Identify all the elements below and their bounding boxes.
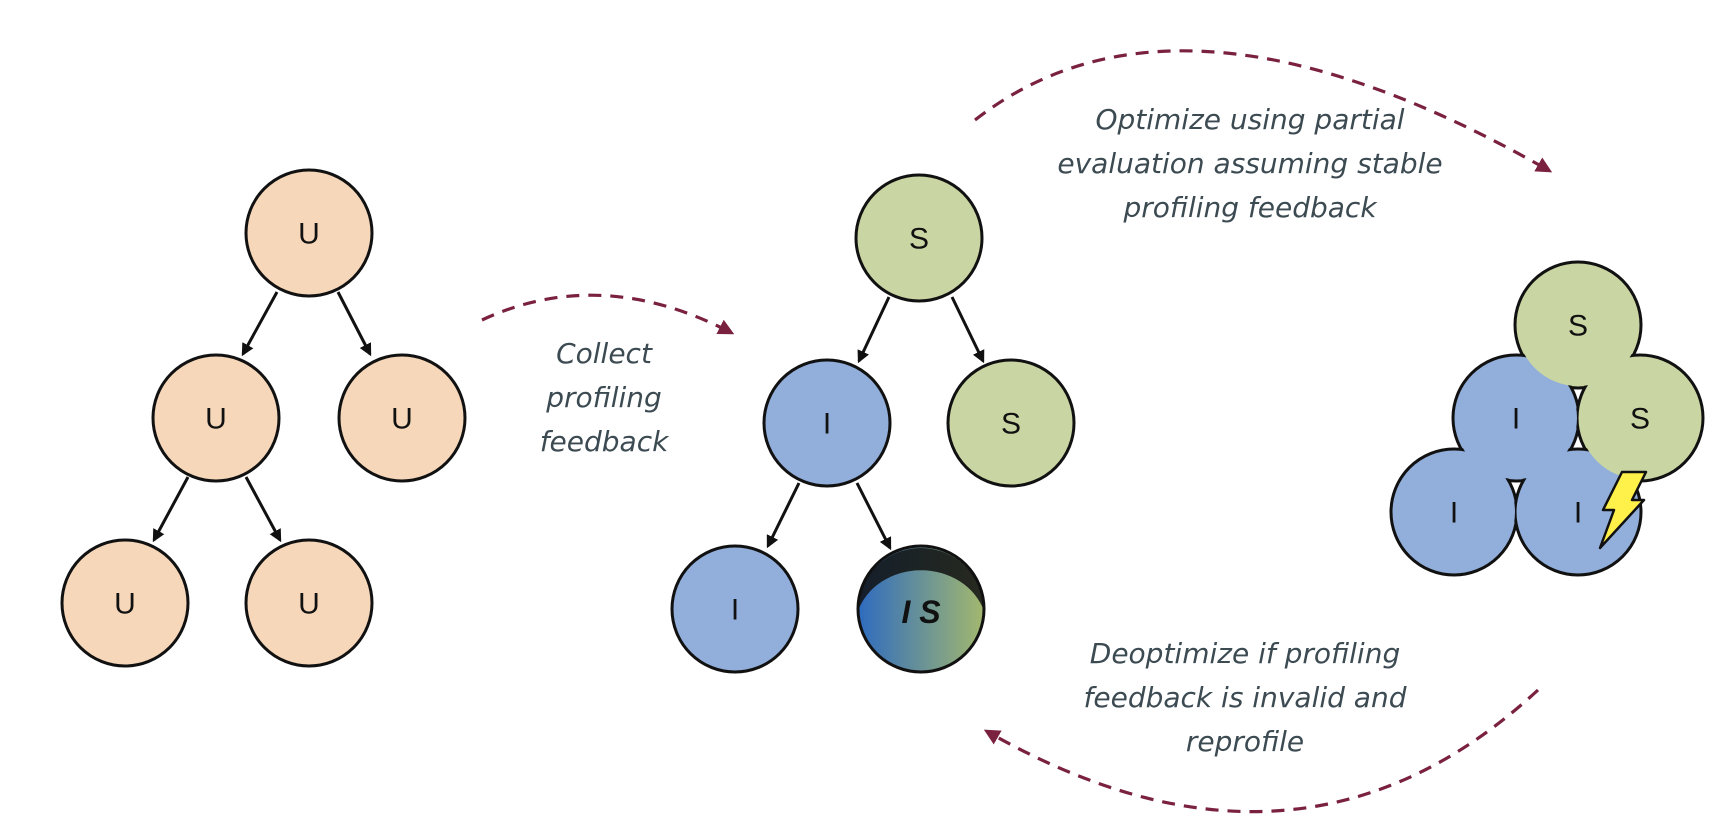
deoptimize-arrow (983, 688, 1540, 814)
edge-root-to-mid-right (950, 296, 985, 364)
tree-node-root: U (244, 168, 374, 298)
cluster-node-bottom-left-label: I (1450, 497, 1458, 530)
caption-line: feedback is invalid and (1084, 681, 1407, 714)
edge-mid-left-to-leaf-left (766, 482, 801, 549)
cluster-node-mid-left-label: I (1512, 403, 1520, 436)
collect-arrow (481, 293, 735, 335)
node-label: S (1001, 408, 1021, 441)
node-label: U (298, 588, 320, 621)
tree-node-root: S (854, 173, 984, 303)
cluster-node-top-label: S (1568, 310, 1588, 343)
mixed-node-shadow (858, 548, 984, 611)
optimized-cluster: S I S I I (1389, 260, 1705, 577)
node-label: I S (901, 594, 941, 630)
caption-line: Collect (556, 337, 653, 370)
caption-line: profiling feedback (1122, 191, 1378, 224)
collect-caption: Collect profiling feedback (540, 337, 670, 458)
node-label: I (731, 594, 739, 627)
edge-root-to-mid-right (336, 291, 372, 357)
optimize-caption: Optimize using partial evaluation assumi… (1057, 103, 1442, 224)
node-label: U (114, 588, 136, 621)
tree-node-leaf-right: U (244, 538, 374, 668)
initial-tree: U U U U U (60, 168, 467, 668)
edge-root-to-mid-left (857, 296, 891, 364)
profiled-tree: S I S I I S (670, 173, 1076, 674)
caption-line: Optimize using partial (1095, 103, 1404, 136)
optimize-arrow (974, 49, 1553, 173)
tree-node-mid-left: U (151, 353, 281, 483)
initial-tree-edges (152, 291, 372, 543)
caption-line: evaluation assuming stable (1057, 147, 1442, 180)
deoptimize-caption: Deoptimize if profiling feedback is inva… (1084, 637, 1407, 758)
tree-node-mid-right: S (946, 358, 1076, 488)
tree-node-leaf-left: U (60, 538, 190, 668)
cluster-node-bottom-right-label: I (1574, 497, 1582, 530)
optimize-step: Optimize using partial evaluation assumi… (974, 49, 1553, 224)
collect-step: Collect profiling feedback (481, 293, 735, 458)
caption-line: profiling (545, 381, 662, 414)
tree-node-leaf-left: I (670, 544, 800, 674)
deoptimize-step: Deoptimize if profiling feedback is inva… (983, 637, 1540, 814)
lightning-bolt-icon (1598, 470, 1648, 550)
node-label: U (298, 218, 320, 251)
edge-mid-left-to-leaf-right (244, 476, 282, 543)
node-label: U (205, 403, 227, 436)
caption-line: feedback (540, 425, 670, 458)
node-label: U (391, 403, 413, 436)
tree-node-mid-right: U (337, 353, 467, 483)
tree-node-mid-left: I (762, 358, 892, 488)
edge-mid-left-to-leaf-left (152, 476, 190, 543)
caption-line: Deoptimize if profiling (1090, 637, 1400, 670)
tree-node-leaf-right-mixed: I S (856, 544, 986, 674)
caption-line: reprofile (1186, 725, 1304, 758)
edge-mid-left-to-leaf-right (855, 482, 892, 551)
node-label: I (823, 408, 831, 441)
cluster-fill (1393, 264, 1701, 573)
profiled-tree-edges (766, 296, 985, 551)
cluster-node-mid-right-label: S (1630, 403, 1650, 436)
node-label: S (909, 223, 929, 256)
edge-root-to-mid-left (241, 291, 279, 357)
